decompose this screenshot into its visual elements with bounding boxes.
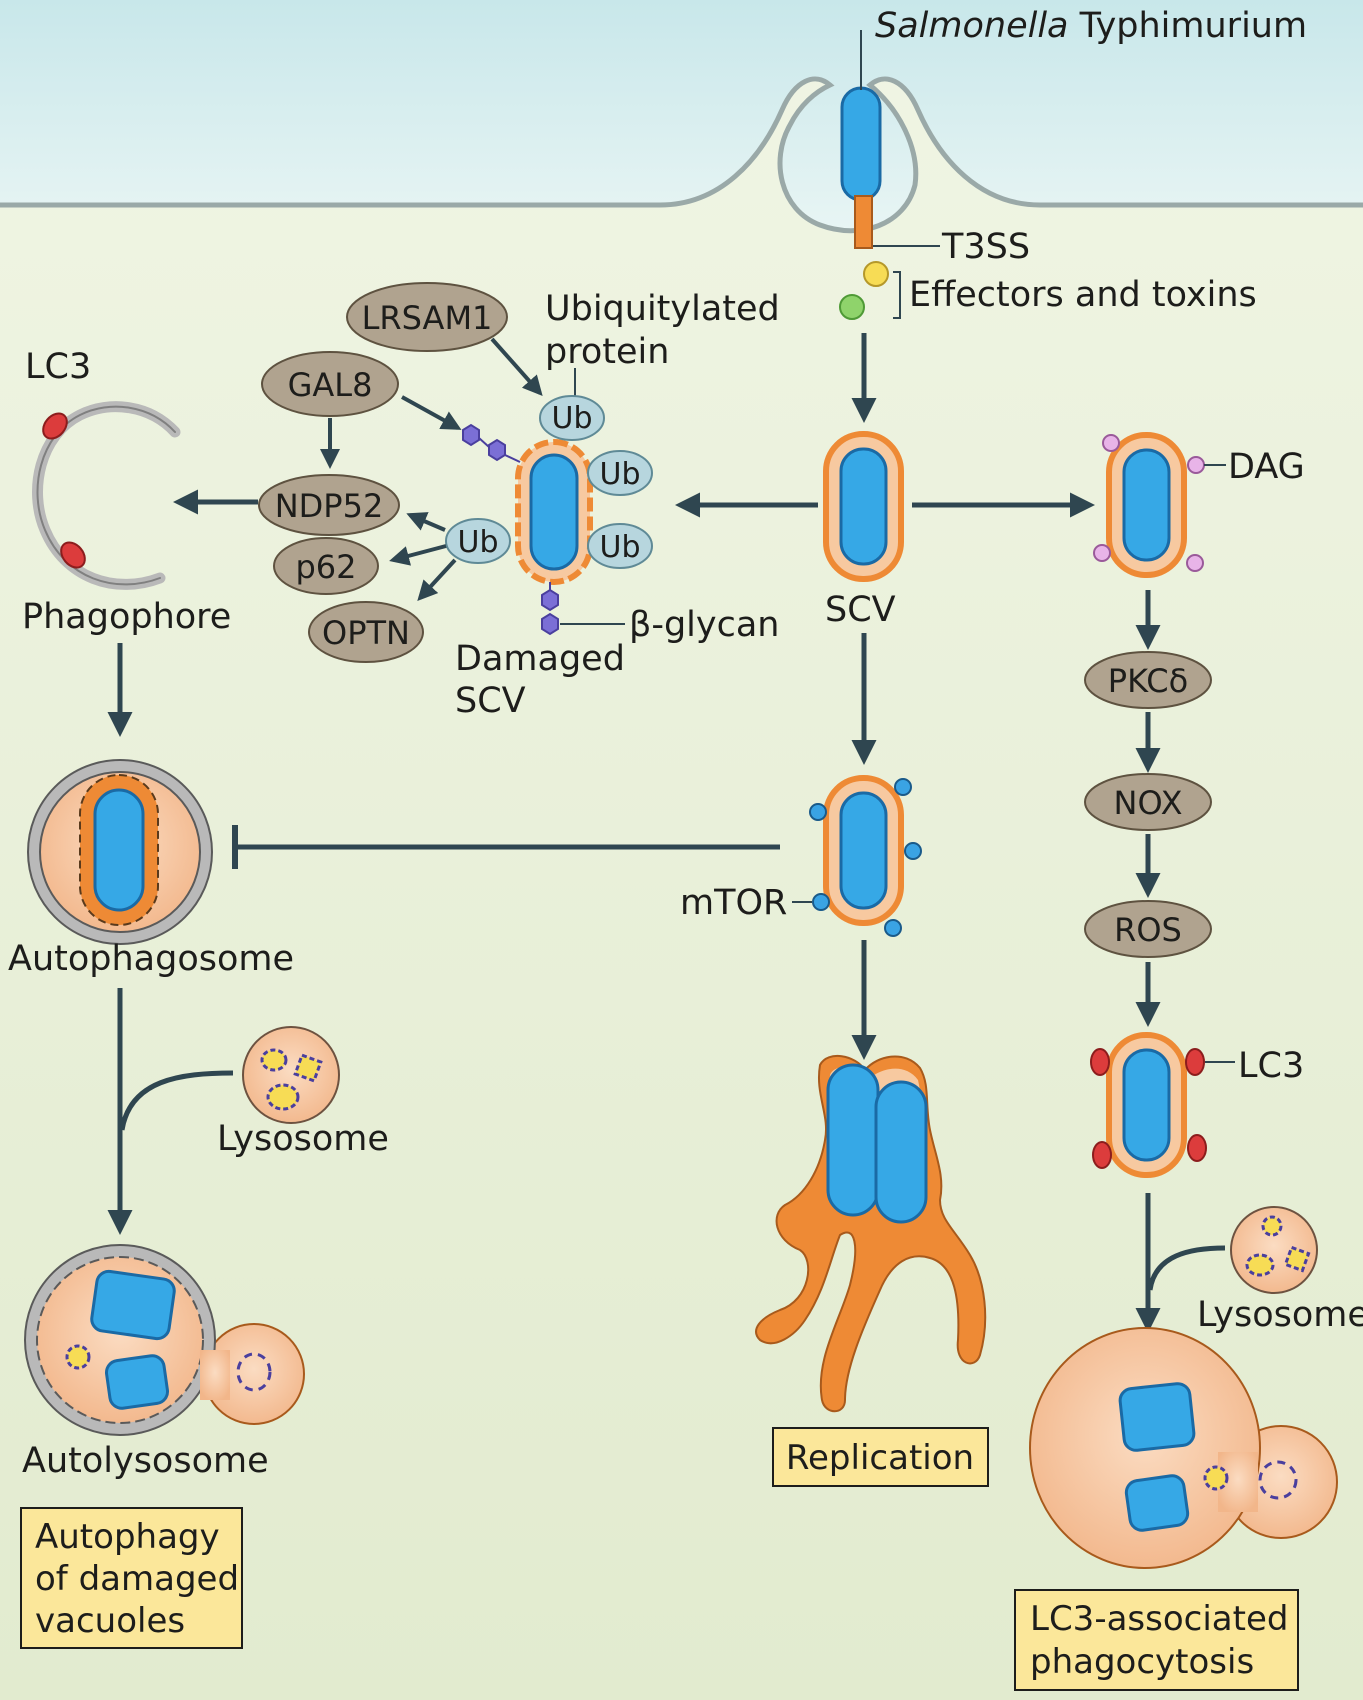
svg-text:GAL8: GAL8 [288, 366, 373, 404]
scv-label: SCV [825, 590, 896, 630]
t3ss-label: T3SS [941, 227, 1030, 267]
extracellular-space [0, 0, 1363, 231]
outcome-autophagy-box: Autophagy of damaged vacuoles [20, 1507, 243, 1649]
right-lysosome-fusion-arrow [1147, 1245, 1226, 1291]
svg-text:NDP52: NDP52 [275, 487, 384, 525]
beta-glycan-cluster-top [462, 423, 521, 463]
ub-tag-receptor: Ub [445, 518, 511, 564]
p62-protein: p62 [273, 537, 379, 595]
dag-label: DAG [1228, 447, 1305, 487]
organism-label: Salmonella Typhimurium [875, 6, 1307, 46]
phagophore-membrane-outline [36, 405, 176, 586]
outcome-replication-box: Replication [772, 1427, 989, 1487]
effector-yellow [863, 261, 889, 287]
phagophore-label: Phagophore [22, 597, 231, 637]
arrow-ub-to-optn [417, 558, 457, 601]
lc3-label-top: LC3 [25, 347, 91, 387]
mtor-label: mTOR [680, 883, 787, 923]
ub-tag-right-1: Ub [587, 450, 653, 496]
effector-green [839, 294, 865, 320]
damaged-scv-label-line2: SCV [455, 681, 526, 721]
svg-text:ROS: ROS [1114, 911, 1182, 949]
right-lysosome-label: Lysosome [1197, 1295, 1363, 1335]
left-lysosome [242, 1026, 340, 1124]
autolysosome [24, 1244, 305, 1436]
ub-tag-top: Ub [539, 368, 605, 441]
svg-text:Ub: Ub [551, 401, 592, 436]
left-lysosome-label: Lysosome [217, 1119, 389, 1159]
scv-bacterium [839, 447, 888, 566]
replication-bacterium-1 [826, 1063, 880, 1217]
ub-tag-right-2: Ub [587, 523, 653, 569]
mtor-scv-bacterium [839, 791, 888, 910]
host-plasma-membrane [0, 76, 1363, 234]
nox-protein: NOX [1084, 773, 1212, 831]
svg-text:of damaged: of damaged [35, 1559, 239, 1599]
replication-vacuole [755, 1055, 987, 1413]
lrsam1-protein: LRSAM1 [346, 282, 508, 352]
svg-text:NOX: NOX [1114, 784, 1183, 822]
ros-protein: ROS [1084, 900, 1212, 958]
dag-scv-bacterium [1122, 448, 1171, 562]
damaged-scv-bacterium [529, 453, 579, 571]
svg-text:OPTN: OPTN [322, 614, 410, 652]
replication-bacterium-2 [874, 1080, 928, 1224]
beta-glycan-cluster-bottom [541, 582, 559, 636]
lc3-label-right: LC3 [1238, 1046, 1304, 1086]
left-lysosome-fusion-arrow [119, 1070, 234, 1131]
svg-text:Replication: Replication [786, 1438, 974, 1478]
lc3-scv-bacterium [1122, 1048, 1171, 1162]
arrow-ub-to-p62 [389, 544, 447, 566]
arrow-gal8-to-glycan [401, 395, 462, 430]
lc3-marker-phagophore-bottom [60, 541, 86, 569]
svg-text:Ub: Ub [599, 457, 640, 492]
svg-text:Ub: Ub [599, 530, 640, 565]
lap-phagolysosome [1029, 1327, 1338, 1569]
autolysosome-label: Autolysosome [22, 1441, 269, 1481]
beta-glycan-label: β-glycan [629, 605, 780, 645]
lc3-markers-scv [1090, 1048, 1207, 1169]
ndp52-protein: NDP52 [258, 474, 400, 536]
svg-text:vacuoles: vacuoles [35, 1601, 185, 1641]
lc3-marker-phagophore-top [42, 412, 68, 440]
optn-protein: OPTN [308, 601, 424, 663]
effectors-bracket [893, 271, 901, 319]
right-lysosome [1230, 1206, 1318, 1294]
ubiquitylated-label-line2: protein [545, 332, 669, 372]
svg-text:Ub: Ub [457, 525, 498, 560]
svg-text:phagocytosis: phagocytosis [1030, 1642, 1254, 1682]
dag-dots [1093, 434, 1205, 572]
svg-text:LC3-associated: LC3-associated [1030, 1599, 1288, 1639]
t3ss-needle [854, 195, 873, 249]
pkcd-protein: PKCδ [1084, 651, 1212, 709]
arrow-lrsam1-to-ub [490, 337, 543, 396]
damaged-scv-label-line1: Damaged [455, 639, 625, 679]
autophagosome-bacterium [93, 788, 145, 912]
svg-text:LRSAM1: LRSAM1 [362, 299, 493, 337]
ubiquitylated-label-line1: Ubiquitylated [545, 289, 780, 329]
svg-text:p62: p62 [295, 548, 356, 586]
effectors-label: Effectors and toxins [909, 275, 1257, 315]
svg-text:Autophagy: Autophagy [35, 1517, 220, 1557]
salmonella-bacterium [840, 86, 882, 202]
gal8-protein: GAL8 [261, 351, 399, 417]
arrow-ub-to-ndp52 [406, 512, 446, 532]
outcome-lap-box: LC3-associated phagocytosis [1014, 1589, 1299, 1691]
mtor-dots [809, 778, 922, 937]
svg-text:PKCδ: PKCδ [1108, 662, 1188, 700]
autophagosome-label: Autophagosome [8, 939, 294, 979]
